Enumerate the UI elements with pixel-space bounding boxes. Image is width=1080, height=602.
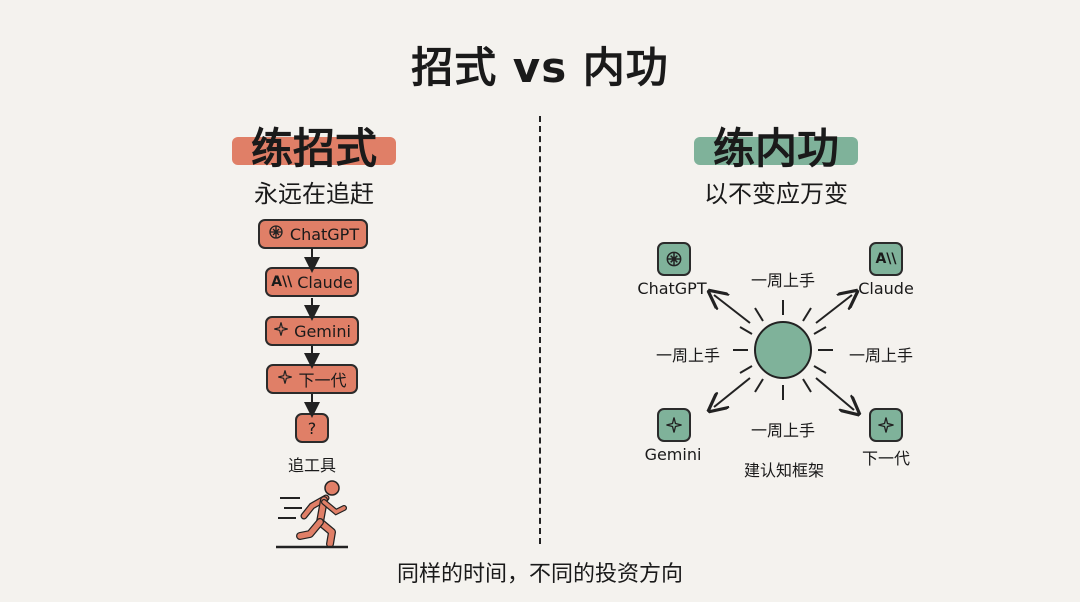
arrow-to-next-gen xyxy=(815,377,854,410)
core-circle xyxy=(754,321,812,379)
left-heading: 练招式 xyxy=(232,115,396,176)
sparkle-icon xyxy=(878,417,894,433)
chain-chip-label: ? xyxy=(307,418,317,438)
left-heading-text: 练招式 xyxy=(250,124,377,173)
arrow-label-right: 一周上手 xyxy=(848,346,913,365)
arrow-to-claude xyxy=(815,295,852,324)
chain-chip-gemini: Gemini xyxy=(265,316,359,346)
sparkle-icon xyxy=(666,417,682,433)
radial-diagram xyxy=(640,235,940,475)
sparkle-icon xyxy=(273,321,289,341)
arrow-label-left: 一周上手 xyxy=(655,346,720,365)
chain-arrows xyxy=(304,248,320,418)
right-subtitle: 以不变应万变 xyxy=(704,180,848,208)
anthropic-icon: A\\ xyxy=(271,274,293,290)
tool-icon-chatgpt xyxy=(657,242,691,276)
right-heading: 练内功 xyxy=(694,115,858,176)
arrow-to-gemini xyxy=(714,377,751,407)
arrow-label-top: 一周上手 xyxy=(750,271,815,290)
chain-chip-label: Claude xyxy=(297,272,353,292)
anthropic-icon: A\\ xyxy=(875,251,897,267)
openai-icon xyxy=(666,251,682,267)
running-person-icon xyxy=(276,480,348,549)
sparkle-icon xyxy=(277,369,293,389)
tool-icon-gemini xyxy=(657,408,691,442)
tool-label-gemini: Gemini xyxy=(644,445,702,464)
arrow-label-bottom: 一周上手 xyxy=(750,421,815,440)
tool-icon-next-gen xyxy=(869,408,903,442)
footer-caption: 同样的时间，不同的投资方向 xyxy=(396,562,683,587)
tool-icon-claude: A\\ xyxy=(869,242,903,276)
tool-label-claude: Claude xyxy=(858,279,914,298)
chain-chip-label: 下一代 xyxy=(298,371,347,390)
chain-chip-chatgpt: ChatGPT xyxy=(258,219,368,249)
page-title: 招式 vs 内功 xyxy=(411,43,669,92)
center-caption: 建认知框架 xyxy=(743,461,824,480)
left-caption: 追工具 xyxy=(287,456,336,475)
openai-icon xyxy=(267,223,285,245)
tool-label-next-gen: 下一代 xyxy=(861,449,910,468)
tool-label-chatgpt: ChatGPT xyxy=(637,279,707,298)
arrow-to-chatgpt xyxy=(714,295,751,324)
chain-chip-label: Gemini xyxy=(294,321,351,341)
left-subtitle: 永远在追赶 xyxy=(254,180,374,208)
right-heading-text: 练内功 xyxy=(712,124,839,173)
center-divider xyxy=(539,116,541,544)
chain-chip-label: ChatGPT xyxy=(289,224,360,244)
